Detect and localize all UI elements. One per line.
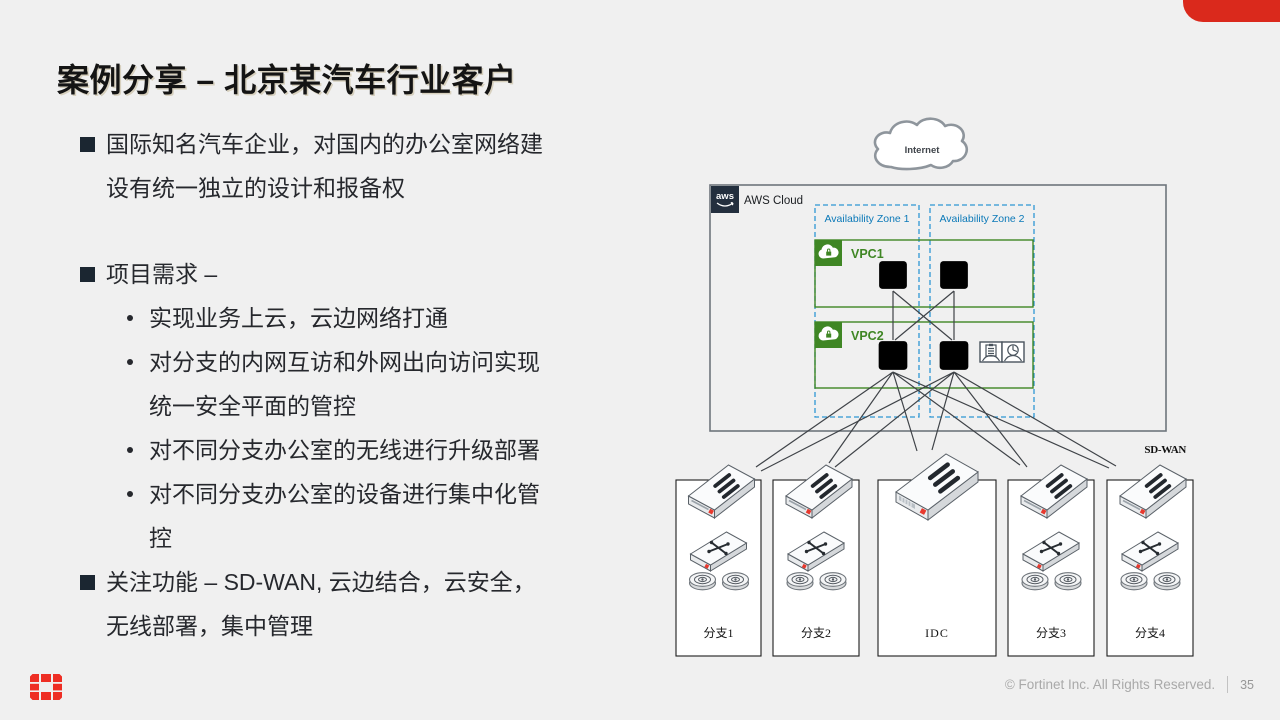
copyright-text: © Fortinet Inc. All Rights Reserved. xyxy=(1004,677,1216,692)
bullet-item: 国际知名汽车企业，对国内的办公室网络建设有统一独立的设计和报备权 xyxy=(80,122,560,210)
site-branch1: 分支1 xyxy=(675,463,762,657)
bullet-text: 国际知名汽车企业，对国内的办公室网络建设有统一独立的设计和报备权 xyxy=(106,131,543,201)
site-branch4: 分支4 xyxy=(1106,463,1194,657)
site-label: 分支3 xyxy=(1036,626,1066,640)
connection-lines xyxy=(755,290,1117,472)
fortigate-vm-icon xyxy=(940,261,968,289)
fortigate-vm-icon xyxy=(878,341,908,370)
sub-bullet-item: 实现业务上云，云边网络打通 xyxy=(123,296,560,340)
dot-bullet-icon xyxy=(123,340,149,428)
site-idc: IDC xyxy=(877,454,997,657)
vpc1-label: VPC1 xyxy=(851,247,884,261)
vpc-icon xyxy=(815,240,842,266)
square-bullet-icon xyxy=(80,122,106,210)
fortimanager-icon xyxy=(979,341,1003,363)
bullet-text: 对不同分支办公室的无线进行升级部署 xyxy=(149,437,540,463)
site-label: IDC xyxy=(925,626,949,640)
sdwan-label: SD-WAN xyxy=(1144,444,1186,456)
fortianalyzer-icon xyxy=(1001,341,1025,363)
vpc2-label: VPC2 xyxy=(851,329,884,343)
aws-logo-text: aws xyxy=(716,191,734,202)
square-bullet-icon xyxy=(80,252,106,296)
fortiap-device-icon xyxy=(1153,572,1181,591)
fortigate-vm-icon xyxy=(939,341,969,370)
page-title: 案例分享 – 北京某汽车行业客户 xyxy=(57,62,517,99)
site-branch2: 分支2 xyxy=(772,463,860,657)
topology-svg: Internet aws AWS Cloud Availability Zone… xyxy=(675,117,1194,657)
square-bullet-icon xyxy=(80,560,106,648)
fortiap-device-icon xyxy=(1120,572,1148,591)
vpc1-box xyxy=(814,239,1034,308)
site-label: 分支2 xyxy=(801,626,831,640)
bullet-text: 对不同分支办公室的设备进行集中化管控 xyxy=(149,481,540,551)
bullet-item: 关注功能 – SD-WAN, 云边结合，云安全，无线部署，集中管理 xyxy=(80,560,560,648)
fortiap-device-icon xyxy=(1054,572,1082,591)
dot-bullet-icon xyxy=(123,428,149,472)
aws-logo: aws xyxy=(711,186,739,213)
availability-zone-2-box xyxy=(929,204,1035,418)
bullet-text: 关注功能 – SD-WAN, 云边结合，云安全，无线部署，集中管理 xyxy=(106,569,536,639)
bullet-text: 对分支的内网互访和外网出向访问实现统一安全平面的管控 xyxy=(149,349,540,419)
fortiap-device-icon xyxy=(721,572,750,591)
footer: © Fortinet Inc. All Rights Reserved. 35 xyxy=(1005,676,1254,693)
fortinet-logo-icon xyxy=(30,674,62,705)
bullet-item: 项目需求 – xyxy=(80,252,560,296)
availability-zone-1-label: Availability Zone 1 xyxy=(824,213,909,225)
network-topology-diagram: Internet aws AWS Cloud Availability Zone… xyxy=(660,110,1205,666)
fortiap-device-icon xyxy=(786,572,814,591)
internet-label: Internet xyxy=(905,145,941,156)
fortiap-device-icon xyxy=(1021,572,1049,591)
sub-bullet-item: 对不同分支办公室的无线进行升级部署 xyxy=(123,428,560,472)
site-label: 分支1 xyxy=(703,626,733,640)
vpc-icon xyxy=(815,322,842,348)
sub-bullet-item: 对分支的内网互访和外网出向访问实现统一安全平面的管控 xyxy=(123,340,560,428)
sub-bullet-item: 对不同分支办公室的设备进行集中化管控 xyxy=(123,472,560,560)
dot-bullet-icon xyxy=(123,472,149,560)
bullet-text: 实现业务上云，云边网络打通 xyxy=(149,305,448,331)
aws-cloud-label: AWS Cloud xyxy=(744,195,803,207)
internet-cloud-icon: Internet xyxy=(873,117,969,171)
availability-zone-2-label: Availability Zone 2 xyxy=(939,213,1024,225)
fortiap-device-icon xyxy=(688,572,717,591)
footer-divider xyxy=(1227,676,1229,693)
fortigate-vm-icon xyxy=(879,261,907,289)
fortiap-device-icon xyxy=(819,572,847,591)
site-branch3: 分支3 xyxy=(1007,463,1095,657)
aws-cloud-box xyxy=(709,184,1167,432)
page-number: 35 xyxy=(1240,677,1254,692)
bullet-text: 项目需求 – xyxy=(106,261,218,287)
bullet-list: 国际知名汽车企业，对国内的办公室网络建设有统一独立的设计和报备权 项目需求 – … xyxy=(80,122,560,648)
site-label: 分支4 xyxy=(1135,626,1165,640)
dot-bullet-icon xyxy=(123,296,149,340)
corner-accent-bar xyxy=(1183,0,1280,22)
